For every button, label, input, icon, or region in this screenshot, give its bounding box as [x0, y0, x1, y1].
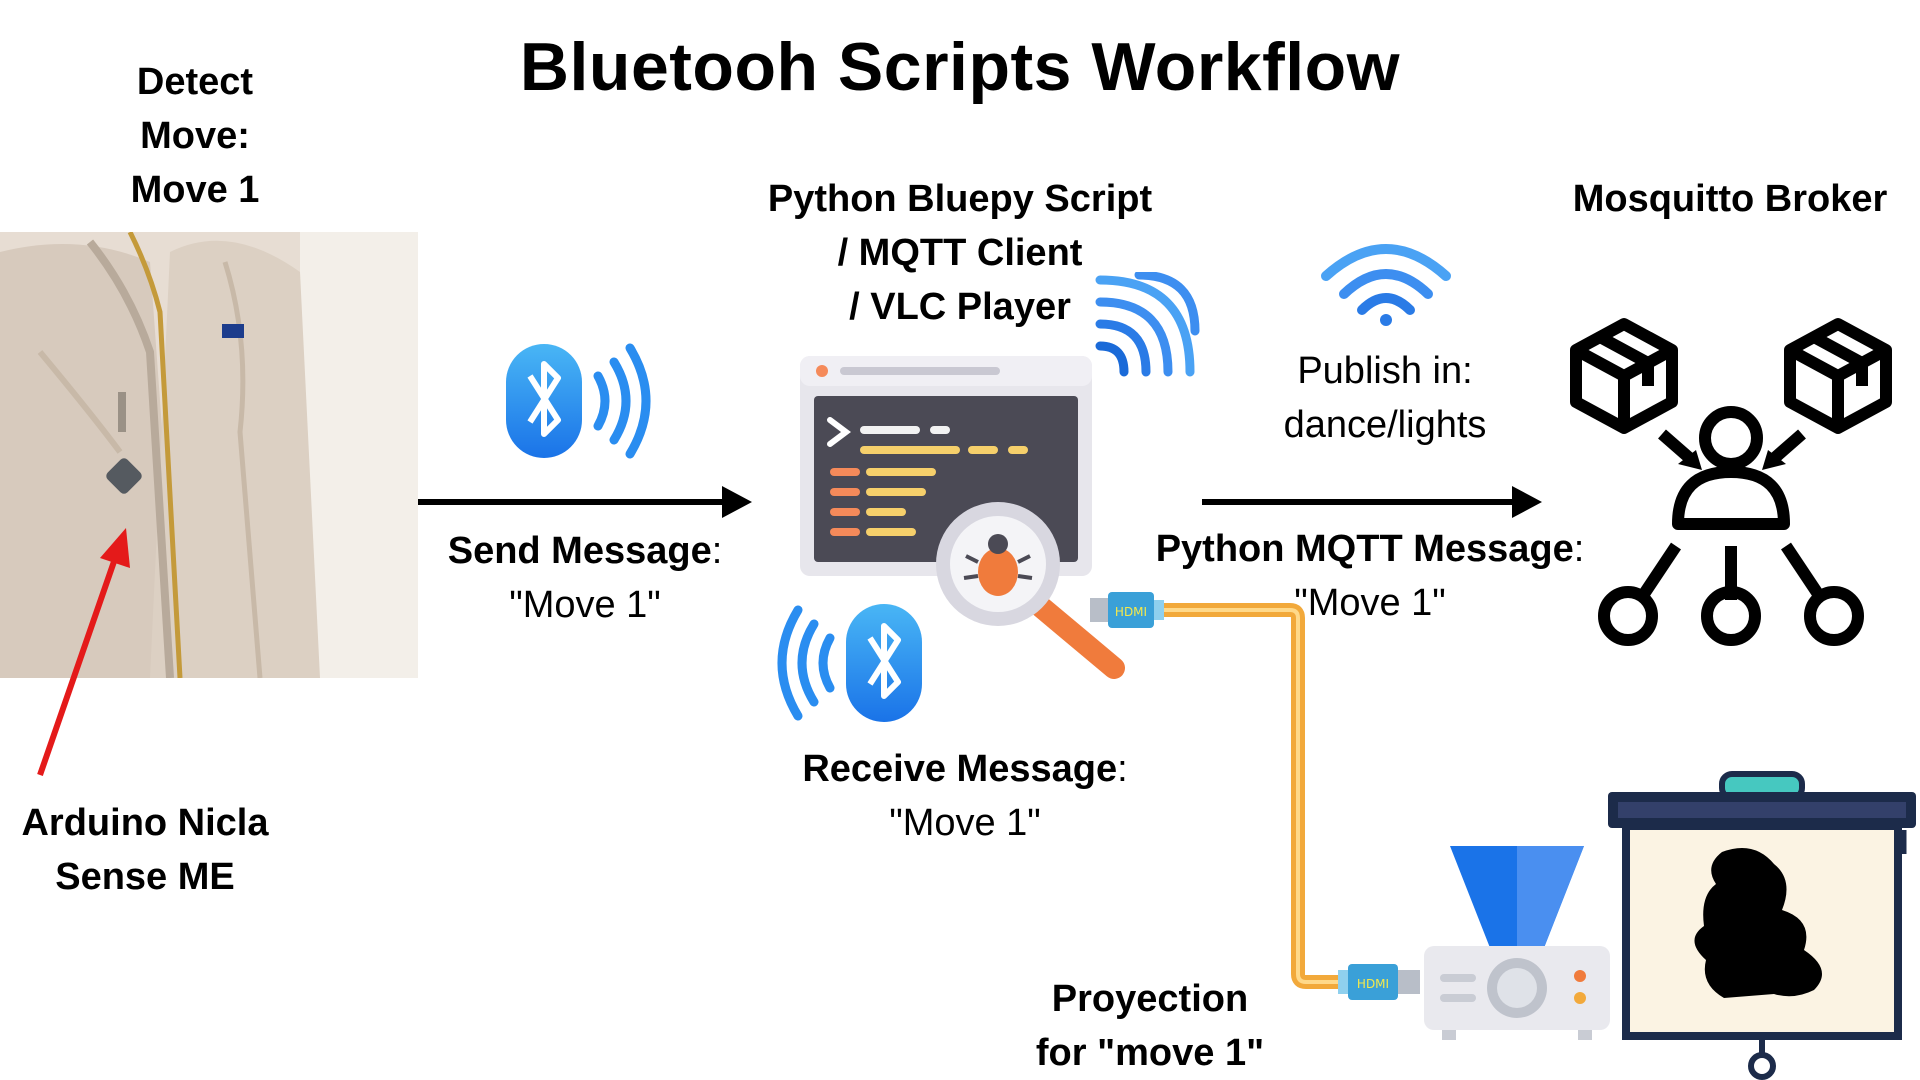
detect-line-2: Move: [140, 115, 250, 157]
bluetooth-receive-icon [777, 604, 922, 722]
broker-network-icon [1570, 318, 1892, 646]
receive-value: "Move 1" [889, 802, 1041, 844]
bug-magnifier-icon [936, 502, 1125, 679]
projection-screen-icon [1608, 771, 1916, 1080]
mqtt-arrow [1202, 486, 1542, 518]
projection-line-2: for "move 1" [1035, 1032, 1265, 1074]
send-arrow [418, 486, 752, 518]
mqtt-value: "Move 1" [1294, 582, 1446, 624]
detect-move-label: Detect Move: Move 1 [100, 55, 290, 217]
projection-line-1: Proyection [1051, 978, 1249, 1020]
publish-label: Publish in: dance/lights [1240, 344, 1530, 452]
detect-line-3: Move 1 [130, 169, 260, 211]
device-line-2: Sense ME [55, 856, 235, 898]
broker-label: Mosquitto Broker [1572, 178, 1888, 220]
device-line-1: Arduino Nicla [21, 802, 269, 844]
projection-label: Proyection for "move 1" [1010, 972, 1290, 1080]
send-message-label: Send Message: "Move 1" [430, 524, 740, 632]
pointer-arrow-icon [37, 528, 130, 776]
send-value: "Move 1" [509, 584, 661, 626]
hdmi-cable-icon: HDMI HDMI [1090, 592, 1420, 1000]
script-line-3: / VLC Player [849, 286, 1071, 328]
script-line-2: / MQTT Client [837, 232, 1083, 274]
hdmi-label-bottom: HDMI [1357, 977, 1389, 991]
send-colon: : [711, 530, 723, 572]
receive-label-text: Receive Message [802, 748, 1118, 790]
detect-line-1: Detect [136, 61, 254, 103]
page-title: Bluetooh Scripts Workflow [519, 29, 1401, 105]
script-line-1: Python Bluepy Script [767, 178, 1153, 220]
wifi-signal-icon [1095, 272, 1200, 377]
device-label: Arduino Nicla Sense ME [0, 796, 290, 904]
mqtt-label-text: Python MQTT Message [1155, 528, 1574, 570]
receive-colon: : [1117, 748, 1128, 790]
publish-line-1: Publish in: [1297, 350, 1473, 392]
wifi-publish-icon [1321, 244, 1451, 326]
mqtt-colon: : [1573, 528, 1585, 570]
send-label-text: Send Message [447, 530, 712, 572]
bluetooth-send-icon [506, 343, 651, 459]
mqtt-message-label: Python MQTT Message: "Move 1" [1140, 522, 1600, 630]
script-label: Python Bluepy Script / MQTT Client / VLC… [740, 172, 1180, 334]
publish-line-2: dance/lights [1283, 404, 1487, 446]
receive-message-label: Receive Message: "Move 1" [780, 742, 1150, 850]
projector-icon [1424, 846, 1610, 1040]
hdmi-label-top: HDMI [1115, 605, 1147, 619]
jacket-photo [0, 232, 418, 678]
